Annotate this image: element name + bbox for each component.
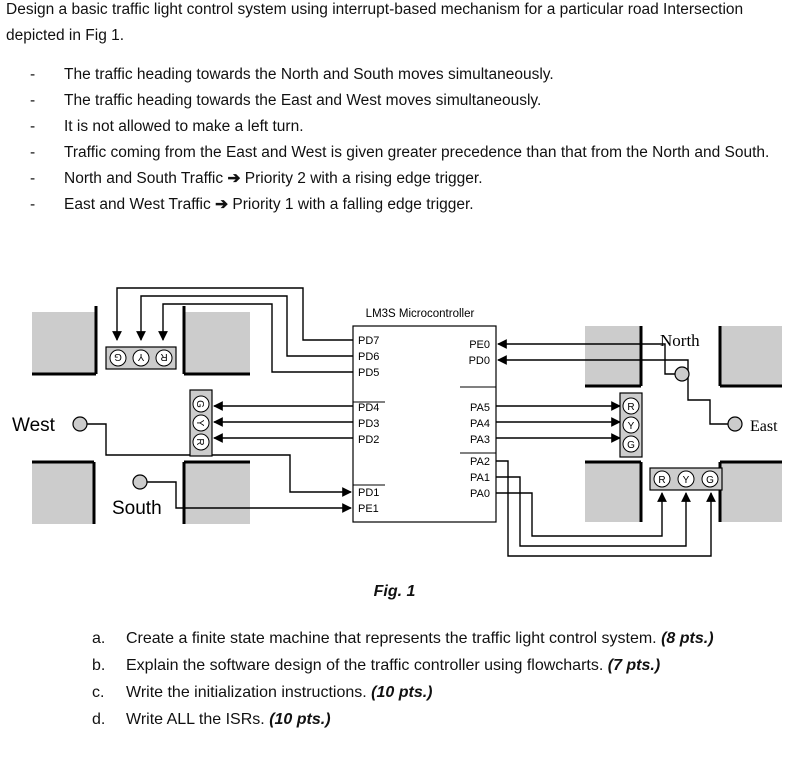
- question-text: Explain the software design of the traff…: [126, 657, 604, 674]
- light-letter: G: [627, 440, 635, 451]
- question-label: c.: [92, 684, 105, 701]
- block-east-center-bottom: [585, 462, 641, 522]
- question-item: d. Write ALL the ISRs. (10 pts.): [92, 706, 782, 733]
- requirement-text-pre: East and West Traffic: [64, 196, 211, 213]
- intersection-diagram: LM3S Microcontroller PD7 PD6 PD5 PD4 PD3…: [12, 287, 782, 557]
- question-points: (8 pts.): [661, 630, 714, 647]
- light-letter: G: [114, 351, 122, 362]
- pin-label: PD6: [358, 351, 379, 363]
- light-letter: Y: [683, 475, 690, 486]
- questions-list: a. Create a finite state machine that rep…: [92, 625, 782, 733]
- question-text: Write the initialization instructions.: [126, 684, 367, 701]
- bullet-dash: -: [30, 196, 36, 213]
- pin-label: PD0: [469, 355, 490, 367]
- pin-label: PD4: [358, 402, 379, 414]
- pin-label: PA4: [470, 418, 490, 430]
- road-edges: [32, 306, 782, 524]
- light-letter: Y: [137, 351, 144, 362]
- block-northwest: [32, 312, 96, 374]
- pin-label: PE0: [469, 339, 490, 351]
- light-letter: Y: [194, 420, 205, 427]
- requirement-text: Traffic coming from the East and West is…: [64, 144, 770, 161]
- west-label: West: [12, 415, 56, 436]
- pin-label: PD2: [358, 434, 379, 446]
- question-item: b. Explain the software design of the tra…: [92, 652, 782, 679]
- requirement-text: The traffic heading towards the North an…: [64, 66, 554, 83]
- bullet-dash: -: [30, 92, 36, 109]
- light-letter: R: [160, 351, 167, 362]
- problem-intro: Design a basic traffic light control sys…: [6, 1, 744, 44]
- wiring: [86, 287, 730, 557]
- south-traffic-light: R Y G: [649, 467, 723, 491]
- north-sensor-icon: [674, 366, 690, 382]
- bullet-dash: -: [30, 144, 36, 161]
- pin-label: PD1: [358, 487, 379, 499]
- pin-label: PA1: [470, 472, 490, 484]
- light-letter: Y: [628, 421, 635, 432]
- requirement-text: It is not allowed to make a left turn.: [64, 118, 304, 135]
- light-letter: G: [194, 400, 205, 408]
- question-item: a. Create a finite state machine that rep…: [92, 625, 782, 652]
- requirement-item: - It is not allowed to make a left turn.: [30, 114, 782, 140]
- south-sensor-icon: [132, 474, 148, 490]
- left-pin-labels: PD7 PD6 PD5 PD4 PD3 PD2 PD1 PE1: [358, 335, 379, 515]
- pin-label: PE1: [358, 503, 379, 515]
- pin-label: PD5: [358, 367, 379, 379]
- question-label: b.: [92, 657, 106, 674]
- right-arrow-icon: ➔: [215, 196, 229, 213]
- east-label: East: [750, 418, 778, 435]
- block-southeast: [720, 462, 782, 522]
- right-pin-labels: PE0 PD0 PA5 PA4 PA3 PA2 PA1 PA0: [469, 339, 490, 500]
- pin-label: PA0: [470, 488, 490, 500]
- light-letter: R: [658, 475, 665, 486]
- question-points: (7 pts.): [607, 657, 661, 674]
- figure-caption: Fig. 1: [373, 583, 416, 600]
- west-sensor-icon: [72, 416, 88, 432]
- requirement-text-post: Priority 2 with a rising edge trigger.: [244, 170, 483, 187]
- question-item: c. Write the initialization instructions.…: [92, 679, 782, 706]
- block-southwest: [32, 462, 94, 524]
- north-label: North: [660, 331, 700, 350]
- question-label: d.: [92, 711, 106, 728]
- light-letter: G: [706, 475, 714, 486]
- east-sensor-icon: [727, 416, 743, 432]
- right-arrow-icon: ➔: [227, 170, 241, 187]
- bullet-dash: -: [30, 170, 36, 187]
- road-blocks: [32, 312, 782, 524]
- west-traffic-light: G Y R: [189, 389, 213, 457]
- south-label: South: [112, 498, 162, 519]
- pin-label: PD3: [358, 418, 379, 430]
- pin-label: PA3: [470, 434, 490, 446]
- question-points: (10 pts.): [371, 684, 433, 701]
- requirement-text-pre: North and South Traffic: [64, 170, 224, 187]
- north-traffic-light: G Y R: [105, 346, 177, 370]
- requirement-item: - The traffic heading towards the North a…: [30, 62, 782, 88]
- east-traffic-light: R Y G: [619, 392, 643, 458]
- mcu-title: LM3S Microcontroller: [366, 308, 475, 320]
- light-letter: R: [194, 438, 205, 445]
- requirement-item: - The traffic heading towards the East an…: [30, 88, 782, 114]
- question-points: (10 pts.): [269, 711, 331, 728]
- block-north-center: [184, 312, 250, 374]
- requirement-item: - Traffic coming from the East and West i…: [30, 140, 782, 166]
- block-northeast: [720, 326, 782, 386]
- requirement-text: The traffic heading towards the East and…: [64, 92, 542, 109]
- microcontroller-box: [352, 325, 497, 523]
- light-letter: R: [627, 402, 634, 413]
- requirement-text-post: Priority 1 with a falling edge trigger.: [232, 196, 474, 213]
- requirements-list: - The traffic heading towards the North a…: [30, 62, 782, 218]
- bullet-dash: -: [30, 118, 36, 135]
- pin-label: PD7: [358, 335, 379, 347]
- requirement-item: - North and South Traffic ➔ Priority 2 wi…: [30, 166, 782, 192]
- block-east-center-top: [585, 326, 641, 386]
- block-south-center: [184, 462, 250, 524]
- pin-label: PA2: [470, 456, 490, 468]
- question-text: Create a finite state machine that repre…: [126, 630, 657, 647]
- pin-label: PA5: [470, 402, 490, 414]
- question-label: a.: [92, 630, 106, 647]
- bullet-dash: -: [30, 66, 36, 83]
- requirement-item: - East and West Traffic ➔ Priority 1 with…: [30, 192, 782, 218]
- question-text: Write ALL the ISRs.: [126, 711, 265, 728]
- sensors: [72, 366, 743, 490]
